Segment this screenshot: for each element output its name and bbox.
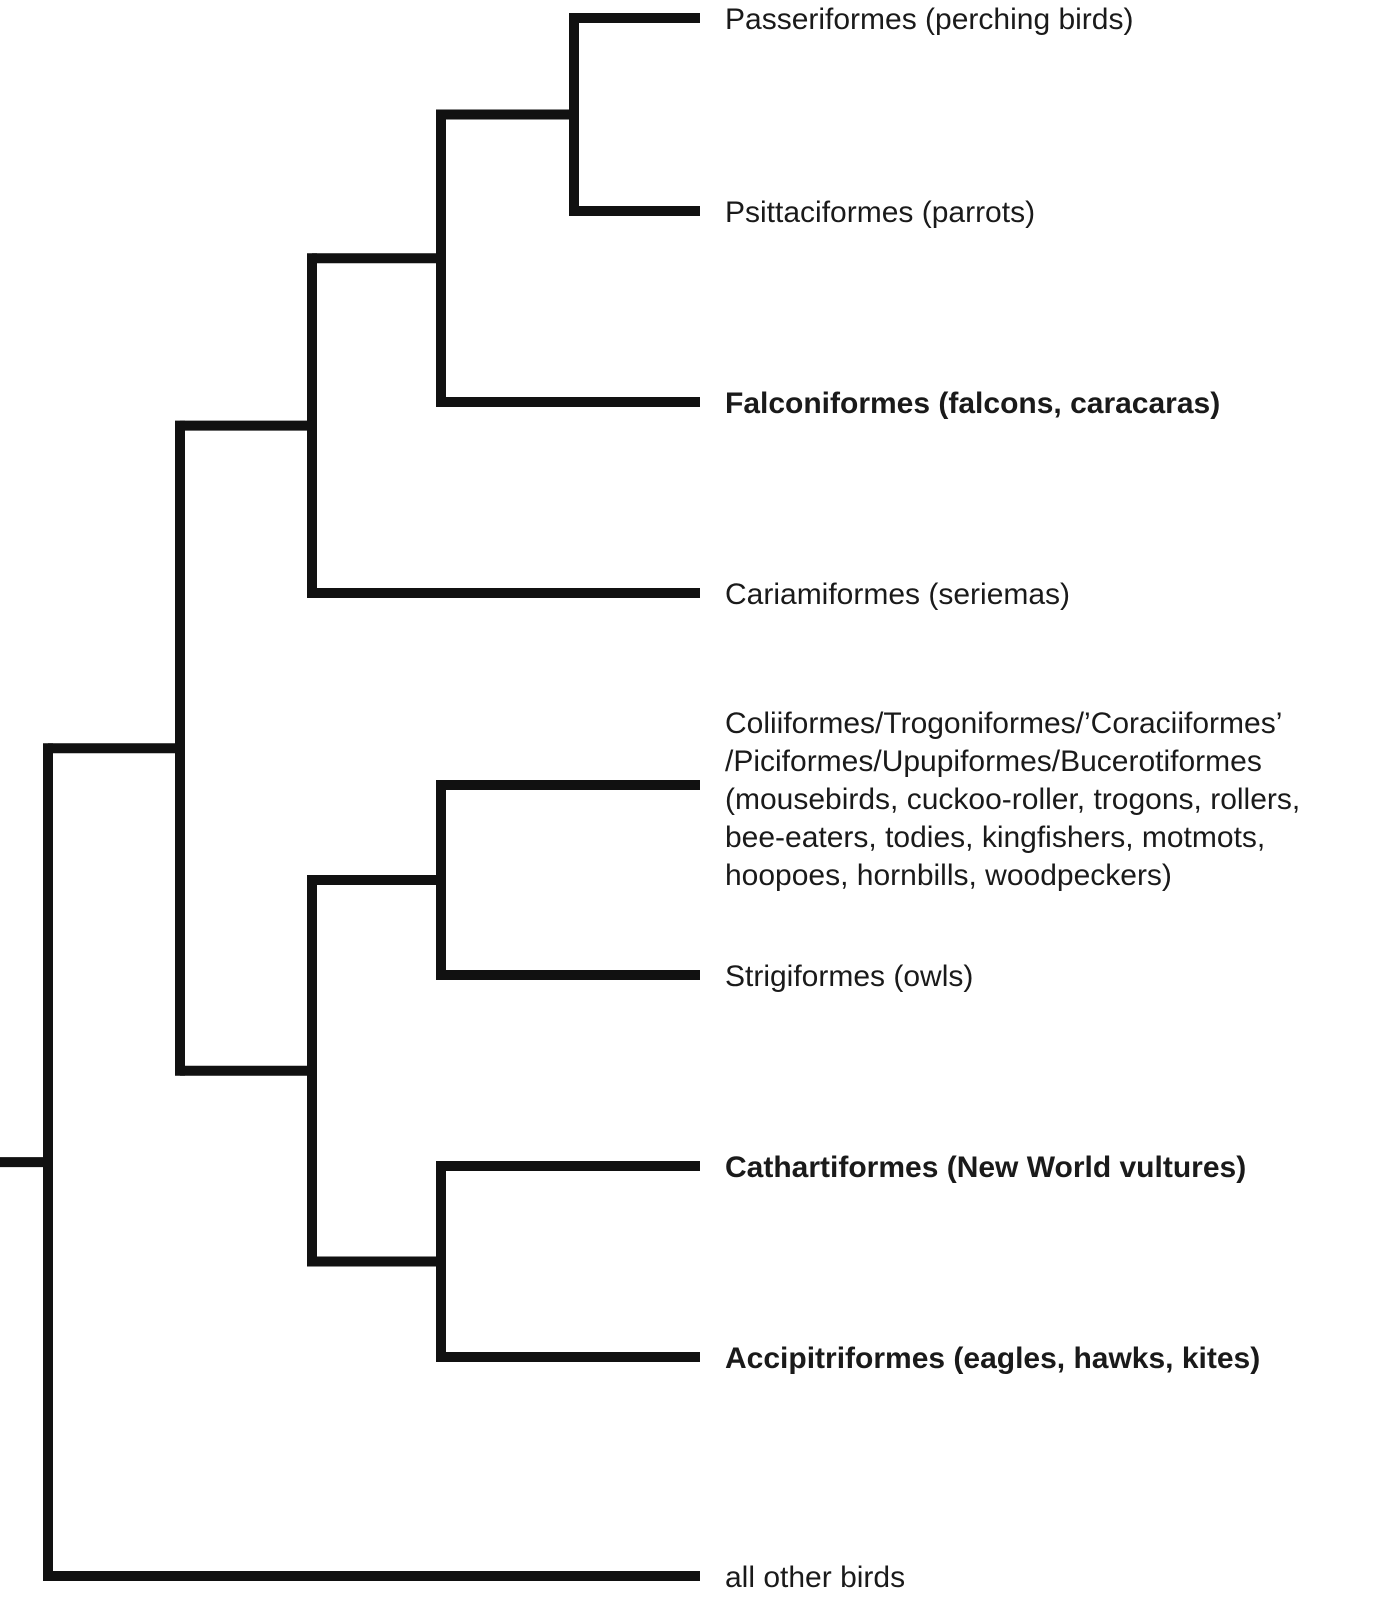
taxon-label-line: /Piciformes/Upupiformes/Bucerotiformes <box>725 745 1262 778</box>
taxon-label-line: Psittaciformes (parrots) <box>725 196 1035 229</box>
taxon-label-falconiformes: Falconiformes (falcons, caracaras) <box>725 387 1220 420</box>
taxon-label-line: Strigiformes (owls) <box>725 960 973 993</box>
taxon-label-psittaciformes: Psittaciformes (parrots) <box>725 196 1035 229</box>
taxon-label-cathartiformes: Cathartiformes (New World vultures) <box>725 1151 1246 1184</box>
taxon-label-strigiformes: Strigiformes (owls) <box>725 960 973 993</box>
taxon-label-line: Cathartiformes (New World vultures) <box>725 1151 1246 1184</box>
taxon-label-all-other-birds: all other birds <box>725 1561 905 1594</box>
taxon-label-line: hoopoes, hornbills, woodpeckers) <box>725 859 1172 892</box>
taxon-label-line: Passeriformes (perching birds) <box>725 3 1133 36</box>
taxon-label-line: (mousebirds, cuckoo-roller, trogons, rol… <box>725 783 1300 816</box>
taxon-label-accipitriformes: Accipitriformes (eagles, hawks, kites) <box>725 1342 1260 1375</box>
taxon-label-passeriformes: Passeriformes (perching birds) <box>725 3 1133 36</box>
taxon-labels: Passeriformes (perching birds) Psittacifo… <box>725 3 1300 1594</box>
tree-branches <box>0 13 700 1581</box>
taxon-label-line: all other birds <box>725 1561 905 1594</box>
taxon-label-line: Falconiformes (falcons, caracaras) <box>725 387 1220 420</box>
taxon-label-line: Cariamiformes (seriemas) <box>725 578 1070 611</box>
taxon-label-line: bee-eaters, todies, kingfishers, motmots… <box>725 821 1265 854</box>
taxon-label-line: Accipitriformes (eagles, hawks, kites) <box>725 1342 1260 1375</box>
taxon-label-cariamiformes: Cariamiformes (seriemas) <box>725 578 1070 611</box>
taxon-label-line: Coliiformes/Trogoniformes/’Coraciiformes… <box>725 707 1282 740</box>
taxon-label-coliiformes-group: Coliiformes/Trogoniformes/’Coraciiformes… <box>725 707 1300 892</box>
